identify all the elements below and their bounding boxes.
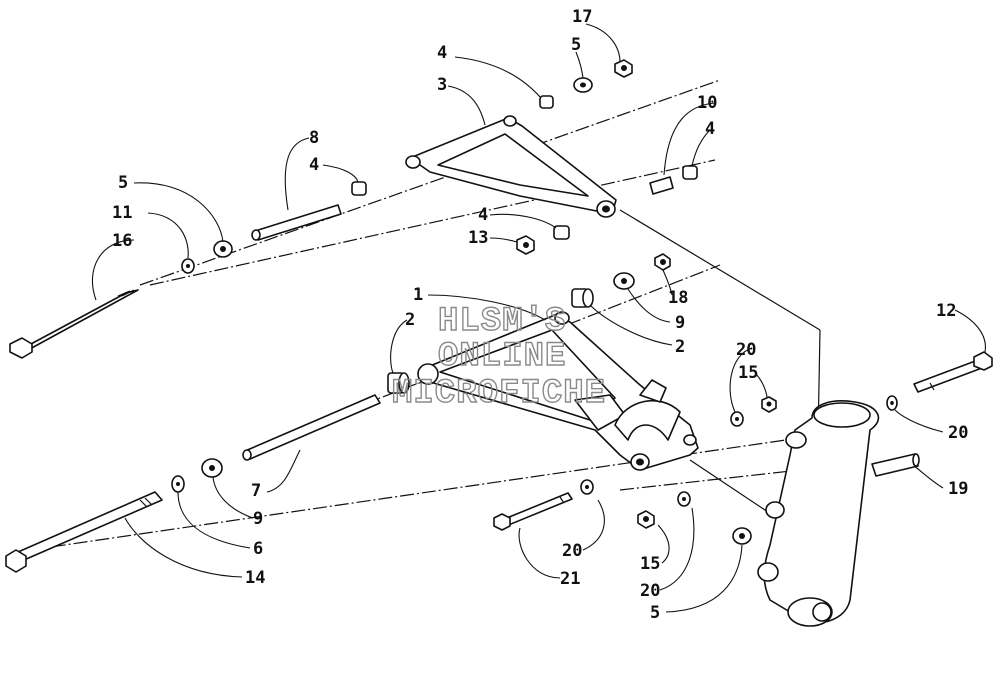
callout-5: 5: [571, 35, 581, 55]
nut-15-b: [637, 510, 655, 529]
lower-a-arm: [417, 311, 699, 471]
bushing-4-a: [539, 95, 554, 109]
flange-5-top: [573, 77, 593, 93]
sleeve-7: [242, 394, 381, 461]
callout-21: 21: [560, 569, 580, 589]
callout-15: 15: [738, 363, 758, 383]
nut-15-a: [761, 396, 777, 413]
callout-5: 5: [118, 173, 128, 193]
callout-16: 16: [112, 231, 132, 251]
bushing-4-c: [553, 225, 570, 240]
callout-4: 4: [309, 155, 319, 175]
callout-15: 15: [640, 554, 660, 574]
callout-14: 14: [245, 568, 265, 588]
nut-18: [654, 253, 671, 271]
callout-4: 4: [478, 205, 488, 225]
callout-18: 18: [668, 288, 688, 308]
bushing-2-left: [387, 372, 410, 394]
washer-20-b: [886, 395, 898, 411]
callout-17: 17: [572, 7, 592, 27]
flange-5-bottom: [732, 527, 752, 545]
callout-4: 4: [437, 43, 447, 63]
spindle-knuckle: [757, 400, 880, 627]
leader-lines: [91, 23, 986, 613]
washer-6: [171, 475, 185, 493]
nut-17: [614, 59, 633, 78]
callout-3: 3: [437, 75, 447, 95]
flange-9-left: [201, 458, 223, 478]
upper-a-arm: [405, 115, 617, 218]
nut-13: [516, 235, 535, 255]
sleeve-10: [649, 176, 674, 195]
callout-20: 20: [562, 541, 582, 561]
callout-2: 2: [675, 337, 685, 357]
sleeve-19: [871, 453, 920, 477]
callout-20: 20: [640, 581, 660, 601]
callout-9: 9: [253, 509, 263, 529]
bushing-4-b: [351, 181, 367, 196]
callout-13: 13: [468, 228, 488, 248]
washer-20-c: [580, 479, 594, 495]
callout-4: 4: [705, 119, 715, 139]
flange-5-left: [213, 240, 233, 258]
callout-5: 5: [650, 603, 660, 623]
callout-labels: 17 4 5 3 10 4 8 4 5 11 16 4 13 18 9 2 1 …: [112, 7, 968, 623]
bolt-16: [9, 289, 139, 359]
bolt-14: [5, 491, 163, 573]
callout-8: 8: [309, 128, 319, 148]
watermark-line-1: HLSM'S: [438, 303, 566, 341]
washer-20-d: [677, 491, 691, 507]
watermark-line-3: MICROFICHE: [392, 375, 606, 413]
callout-2: 2: [405, 310, 415, 330]
callout-9: 9: [675, 313, 685, 333]
callout-12: 12: [936, 301, 956, 321]
callout-19: 19: [948, 479, 968, 499]
callout-10: 10: [697, 93, 717, 113]
callout-20: 20: [736, 340, 756, 360]
washer-11: [181, 258, 195, 274]
callout-11: 11: [112, 203, 132, 223]
bushing-2-right: [571, 288, 594, 308]
bolt-12: [913, 351, 993, 393]
callout-6: 6: [253, 539, 263, 559]
callout-20: 20: [948, 423, 968, 443]
bushing-4-d: [682, 165, 698, 180]
watermark: HLSM'S ONLINE MICROFICHE: [391, 302, 606, 413]
sleeve-8: [251, 204, 342, 241]
bolt-21: [493, 492, 573, 531]
watermark-line-2: ONLINE: [438, 338, 566, 376]
flange-9-top: [613, 272, 635, 290]
washer-20-a: [730, 411, 744, 427]
callout-7: 7: [251, 481, 261, 501]
callout-1: 1: [413, 285, 423, 305]
